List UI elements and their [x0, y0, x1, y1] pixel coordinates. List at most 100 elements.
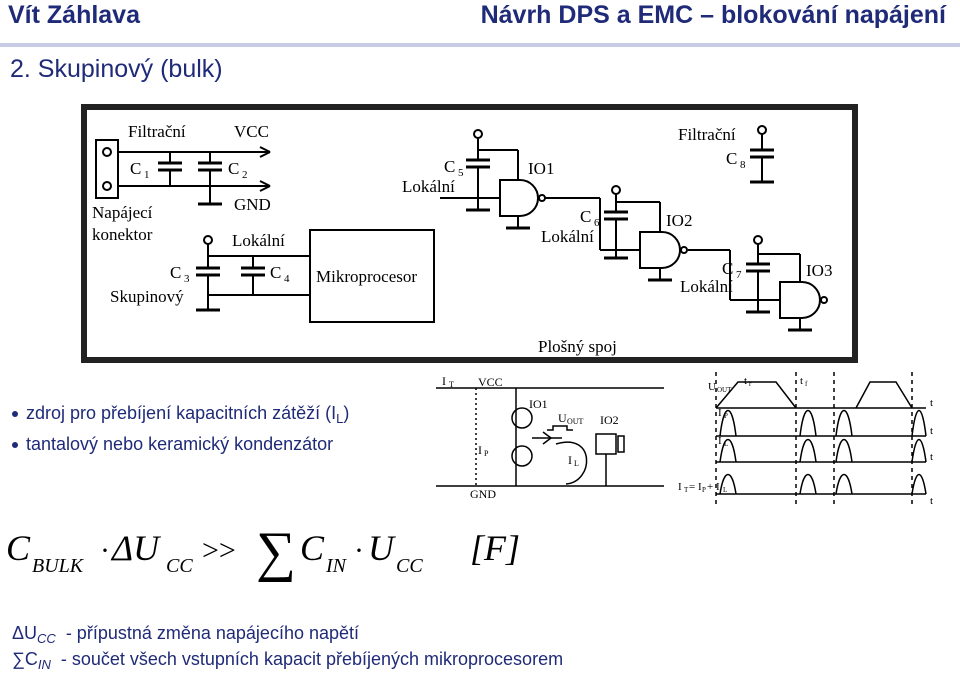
label-c3-sub: 3	[184, 273, 190, 285]
wave-eq1-sub: P	[702, 486, 706, 494]
label-io3: IO3	[806, 261, 832, 280]
label-lokalni-c6: Lokální	[541, 227, 594, 246]
legend-sym: ΔU	[12, 623, 38, 643]
label-lokalni-c7: Lokální	[680, 277, 733, 296]
formula-cc1: CC	[166, 555, 193, 577]
legend-sub: CC	[37, 631, 56, 646]
wave-t3: t	[930, 451, 933, 463]
wave-uout-sub: OUT	[717, 386, 732, 394]
label-c7-sub: 7	[736, 269, 742, 281]
wave-il-sub: L	[724, 440, 728, 448]
label-c6: C	[580, 207, 591, 226]
schem-it-sub: T	[449, 380, 454, 389]
schem-il-sub: L	[574, 459, 579, 468]
wave-tr: t	[744, 375, 747, 387]
label-c5: C	[444, 157, 455, 176]
label-c8-sub: 8	[740, 159, 746, 171]
schem-io2: IO2	[600, 413, 619, 427]
legend-delta-ucc: ΔUCC - přípustná změna napájecího napětí	[12, 623, 359, 646]
slide-title: Návrh DPS a EMC – blokování napájení	[480, 1, 946, 29]
power-connector	[95, 139, 119, 199]
label-io2: IO2	[666, 211, 692, 230]
wave-ip-sub: P	[724, 412, 728, 420]
wave-tf: t	[800, 375, 803, 387]
wave-tr-sub: r	[749, 380, 752, 388]
wave-eq2: + I	[707, 481, 720, 493]
legend-text: - součet všech vstupních kapacit přebíje…	[50, 649, 564, 669]
legend-sym: ∑C	[12, 649, 38, 669]
pcb-outline	[81, 104, 858, 363]
schem-ip: I	[478, 443, 482, 457]
formula-in: IN	[325, 555, 348, 577]
formula-bulk: BULK	[32, 555, 85, 577]
label-konektor: konektor	[92, 225, 153, 244]
label-io1: IO1	[528, 159, 554, 178]
section-heading: 2. Skupinový (bulk)	[10, 55, 223, 83]
wave-tf-sub: f	[805, 380, 808, 388]
label-lokalni-c5: Lokální	[402, 177, 455, 196]
schem-it: I	[442, 374, 446, 388]
label-c6-sub: 6	[594, 217, 600, 229]
wave-it: I	[678, 481, 682, 493]
wave-uout: U	[708, 381, 716, 393]
label-c1: C	[130, 159, 141, 178]
label-mikroprocesor: Mikroprocesor	[316, 267, 417, 286]
bullet-text: zdroj pro přebíjení kapacitních zátěží (…	[26, 403, 337, 423]
label-c3: C	[170, 263, 181, 282]
bullet-dot	[12, 442, 18, 449]
wave-ip: I	[718, 407, 722, 419]
label-c1-sub: 1	[144, 169, 150, 181]
label-c4-sub: 4	[284, 273, 290, 285]
label-filtracni-right: Filtrační	[678, 125, 736, 144]
formula-c: C	[6, 528, 31, 568]
wave-eq2-sub: L	[723, 486, 727, 494]
schem-uout-sub: OUT	[567, 417, 584, 426]
bullet-zdroj: zdroj pro přebíjení kapacitních zátěží (…	[12, 403, 349, 426]
label-c5-sub: 5	[458, 167, 464, 179]
schem-gnd: GND	[470, 487, 496, 500]
formula-delta-u: ΔU	[110, 528, 161, 568]
schem-uout: U	[558, 411, 567, 425]
label-filtracni-left: Filtrační	[128, 122, 186, 141]
wave-il: I	[718, 435, 722, 447]
formula-gg: >>	[202, 534, 236, 567]
bullet-text: tantalový nebo keramický kondenzátor	[26, 434, 334, 454]
schem-il: I	[568, 453, 572, 467]
header-rule	[0, 43, 960, 47]
label-napajeci: Napájecí	[92, 203, 153, 222]
label-plosny-spoj: Plošný spoj	[538, 337, 617, 356]
label-skupinovy: Skupinový	[110, 287, 184, 306]
schem-io1: IO1	[529, 397, 548, 411]
legend-sum-cin: ∑CIN - součet všech vstupních kapacit př…	[12, 649, 563, 672]
formula-dot2: ·	[354, 534, 364, 567]
bullet-end: )	[343, 403, 350, 423]
author-name: Vít Záhlava	[8, 1, 140, 29]
formula-c-in: C	[300, 528, 325, 568]
bulk-formula: C BULK · ΔU CC >> ∑ C IN · U CC [F]	[6, 521, 520, 582]
formula-unit: [F]	[470, 528, 520, 568]
label-vcc: VCC	[234, 122, 269, 141]
formula-dot1: ·	[100, 534, 110, 567]
label-c8: C	[726, 149, 737, 168]
wave-eq1: = I	[689, 481, 702, 493]
wave-t4: t	[930, 495, 933, 506]
bullet-sub: L	[336, 411, 344, 426]
label-c2: C	[228, 159, 239, 178]
label-c7: C	[722, 259, 733, 278]
wiring	[95, 125, 828, 332]
schem-ip-sub: P	[484, 449, 489, 458]
bullet-dot	[12, 411, 18, 418]
formula-u: U	[368, 528, 396, 568]
label-gnd: GND	[234, 195, 271, 214]
legend-sub: IN	[37, 657, 51, 672]
wave-it-sub: T	[684, 486, 689, 494]
label-c2-sub: 2	[242, 169, 248, 181]
bullet-tantalovy: tantalový nebo keramický kondenzátor	[12, 434, 333, 455]
label-lokalni-c4: Lokální	[232, 231, 285, 250]
formula-sum: ∑	[256, 521, 296, 582]
label-c4: C	[270, 263, 281, 282]
legend-text: - přípustná změna napájecího napětí	[55, 623, 360, 643]
